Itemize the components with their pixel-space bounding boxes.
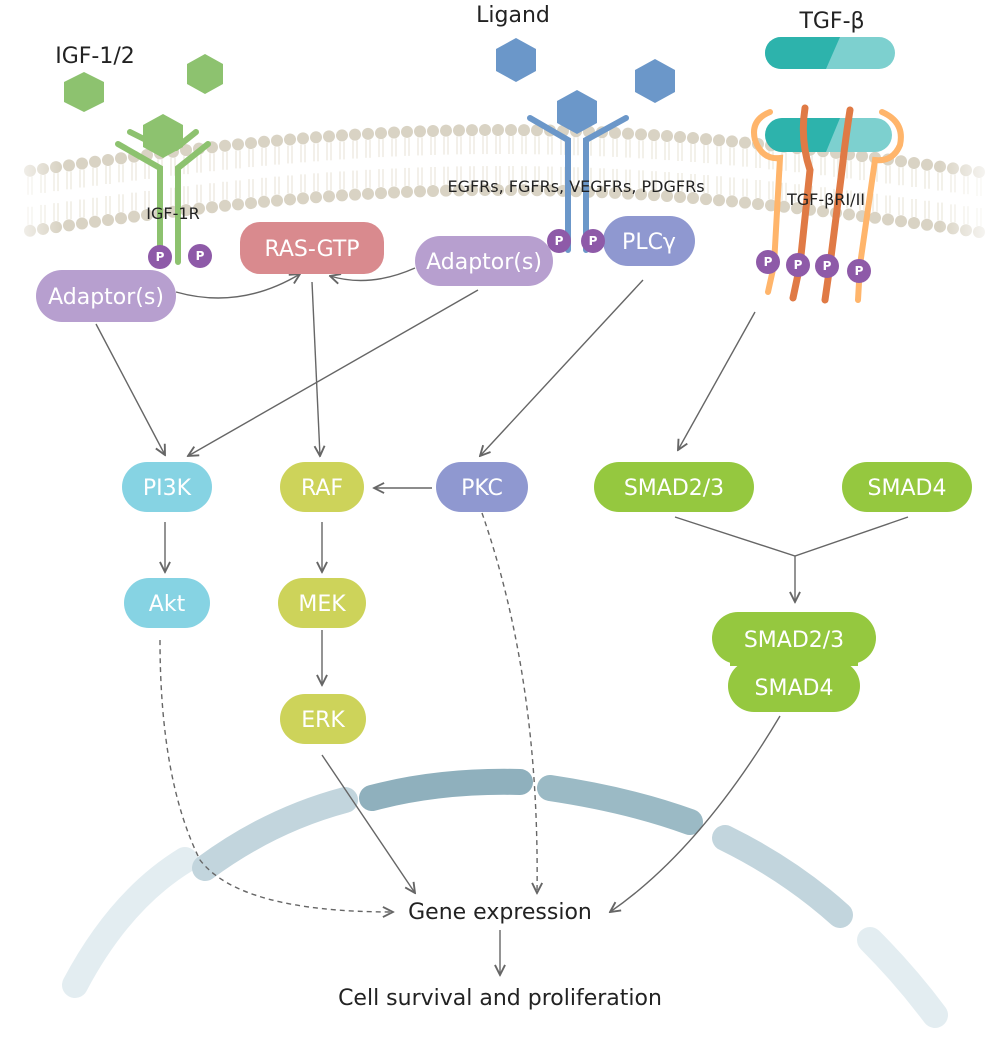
phospho-badge	[847, 259, 871, 283]
node-erk: ERK	[280, 694, 366, 744]
ligand-bound-hexagon-icon	[557, 90, 597, 134]
dashed-arrow-akt-to-gene	[159, 639, 393, 912]
complex-smad4-label: SMAD4	[755, 676, 834, 701]
arrow-adaptor-to-pi3k	[95, 323, 165, 455]
svg-text:Adaptor(s): Adaptor(s)	[48, 285, 164, 310]
svg-text:PLCγ: PLCγ	[622, 230, 676, 255]
arrow-adaptor2-to-pi3k	[188, 289, 479, 456]
ligand-label: Ligand	[476, 3, 550, 28]
egf-ligands	[496, 38, 675, 103]
phospho-label: P	[196, 249, 205, 263]
phospho-label: P	[823, 259, 832, 273]
gene-expression-label: Gene expression	[408, 900, 592, 925]
tgf-beta-label: TGF-β	[798, 9, 864, 34]
arrow-tgfr-to-smad	[678, 311, 756, 450]
svg-text:Adaptor(s): Adaptor(s)	[426, 250, 542, 275]
svg-text:RAF: RAF	[301, 476, 343, 501]
node-plcg: PLCγ	[603, 216, 695, 266]
igf-1r-label: IGF-1R	[146, 204, 199, 223]
node-smad23: SMAD2/3	[594, 462, 754, 512]
arrow-adaptor-to-ras	[175, 274, 300, 299]
phospho-badge	[756, 250, 780, 274]
arrow-adaptor2-to-ras	[330, 267, 416, 281]
phospho-label: P	[794, 258, 803, 272]
tgf-beta-ligand	[765, 37, 895, 69]
arrow-ras-to-raf	[311, 281, 320, 456]
node-raf: RAF	[280, 462, 364, 512]
phospho-label: P	[855, 264, 864, 278]
arrow-smad-to-gene	[610, 715, 781, 912]
svg-text:SMAD4: SMAD4	[868, 476, 947, 501]
node-pkc: PKC	[436, 462, 528, 512]
ligand-hexagon-icon	[496, 38, 536, 82]
node-adaptor-mid: Adaptor(s)	[415, 236, 553, 286]
phospho-label: P	[156, 250, 165, 264]
nuclear-envelope	[62, 768, 948, 1028]
phospho-badge	[786, 253, 810, 277]
tgf-beta-receptor	[751, 109, 904, 303]
arrow-plcg-to-pkc	[480, 279, 644, 456]
phospho-badge	[188, 244, 212, 268]
node-smad-complex: SMAD2/3 SMAD4	[712, 612, 876, 712]
svg-text:MEK: MEK	[298, 592, 346, 617]
igf-bound-hexagon-icon	[143, 114, 183, 158]
svg-text:RAS-GTP: RAS-GTP	[264, 237, 359, 262]
igf-hexagon-icon	[187, 54, 223, 94]
tgf-beta-receptor-label: TGF-βRI/II	[786, 190, 865, 209]
phospho-badge	[148, 245, 172, 269]
phospho-group: P P P P P P P P	[148, 229, 871, 283]
node-pi3k: PI3K	[122, 462, 212, 512]
phospho-badge	[581, 229, 605, 253]
signal-arrows	[95, 267, 909, 975]
complex-smad23-label: SMAD2/3	[744, 628, 844, 653]
phospho-label: P	[589, 234, 598, 248]
svg-text:SMAD2/3: SMAD2/3	[624, 476, 724, 501]
egfr-receptor	[527, 115, 629, 253]
phospho-badge	[547, 229, 571, 253]
svg-text:ERK: ERK	[301, 708, 345, 733]
svg-text:PI3K: PI3K	[143, 476, 192, 501]
svg-text:PKC: PKC	[461, 476, 503, 501]
igf-hexagon-icon	[64, 72, 104, 112]
egfr-family-label: EGFRs, FGFRs, VEGFRs, PDGFRs	[447, 177, 704, 196]
arrow-erk-to-gene	[321, 754, 415, 893]
node-smad4: SMAD4	[842, 462, 972, 512]
node-ras-gtp: RAS-GTP	[240, 222, 384, 274]
dashed-arrow-pkc-to-gene	[481, 512, 537, 893]
ligand-hexagon-icon	[635, 59, 675, 103]
igf-ligands	[64, 54, 223, 112]
phospho-badge	[815, 254, 839, 278]
node-akt: Akt	[124, 578, 210, 628]
cell-survival-label: Cell survival and proliferation	[338, 986, 662, 1011]
node-adaptor-left: Adaptor(s)	[36, 270, 176, 322]
igf-ligand-label: IGF-1/2	[55, 44, 135, 69]
node-mek: MEK	[278, 578, 366, 628]
svg-text:Akt: Akt	[149, 592, 186, 617]
phospho-label: P	[555, 234, 564, 248]
phospho-label: P	[764, 255, 773, 269]
smad-merge-line	[674, 516, 909, 557]
